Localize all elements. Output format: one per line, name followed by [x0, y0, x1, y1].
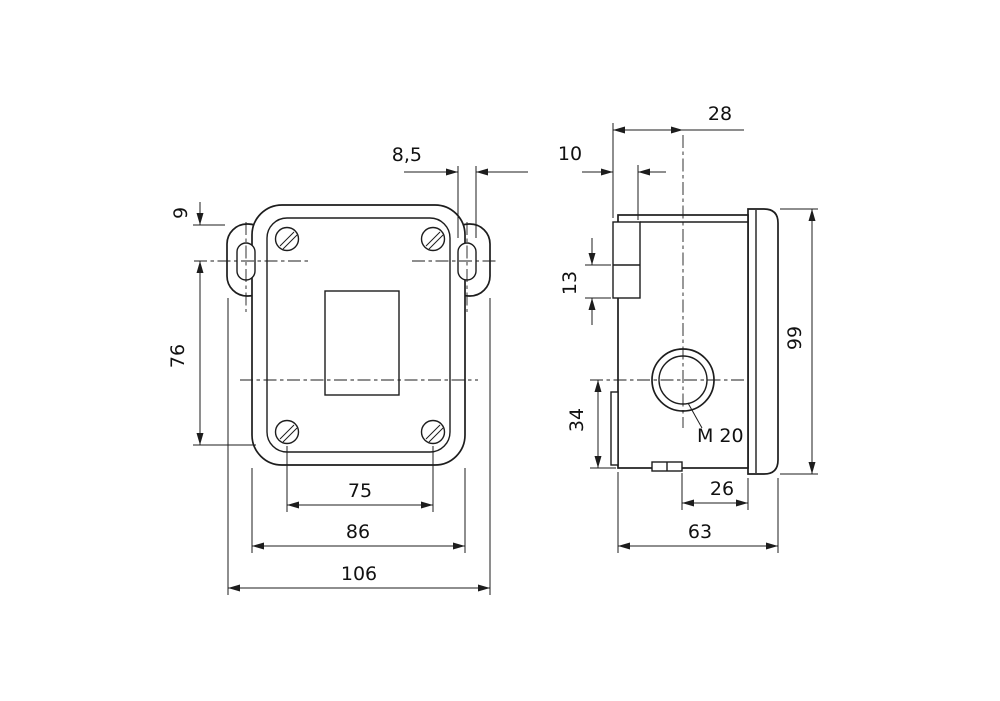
dim-overall-width: 106: [227, 298, 491, 595]
dim-label-ear-drop: 13: [559, 271, 581, 295]
cover-inner-edge: [266, 217, 451, 453]
front-view: 8,5 9 76 75 86: [167, 144, 528, 595]
cover-screw-top-left: [274, 226, 300, 252]
enclosure-lid: [747, 208, 779, 475]
dim-label-mount-height: 76: [167, 344, 189, 368]
cover-screw-bottom-left: [274, 419, 300, 445]
dim-gland-height: 34: [566, 380, 616, 469]
dim-overall-height: 99: [780, 208, 818, 475]
dim-ear-drop: 13: [559, 238, 611, 325]
dim-label-ear-thickness: 10: [558, 143, 582, 165]
dim-body-width: 86: [251, 468, 466, 553]
actuator-cutout: [324, 290, 400, 396]
enclosure-body-front: [251, 204, 466, 466]
dim-label-gland-height: 34: [566, 408, 588, 432]
dim-notch-offset: 26: [681, 473, 749, 510]
dim-ear-offset: 9: [170, 202, 225, 226]
bottom-notch: [651, 461, 683, 472]
dim-label-ear-offset: 9: [170, 207, 192, 219]
dim-label-overall-width: 106: [341, 563, 377, 585]
side-view: M 20 28 10 13 34: [558, 103, 818, 553]
cover-screw-bottom-right: [420, 419, 446, 445]
dim-label-notch-offset: 26: [710, 478, 734, 500]
side-centerlines: [590, 135, 744, 428]
dim-label-hole-spacing: 75: [348, 480, 372, 502]
dim-label-gland-thread: M 20: [697, 425, 744, 447]
mounting-ear-side: [612, 221, 641, 299]
dim-label-gland-offset: 28: [708, 103, 732, 125]
front-centerlines: [194, 222, 496, 381]
dim-overall-depth: 63: [617, 472, 779, 553]
dim-hole-spacing: 75: [286, 446, 434, 512]
dim-gland-offset: 28: [612, 103, 744, 218]
dim-slot-width: 8,5: [392, 144, 528, 238]
dim-label-slot-width: 8,5: [392, 144, 422, 166]
lower-mounting-tab: [610, 391, 619, 466]
dim-label-body-width: 86: [346, 521, 370, 543]
dim-ear-thickness: 10: [558, 143, 666, 220]
dim-label-overall-depth: 63: [688, 521, 712, 543]
gland-leader-line: [687, 402, 703, 429]
dim-mount-height: 76: [167, 261, 256, 446]
dim-label-overall-height: 99: [784, 326, 806, 350]
cover-screw-top-right: [420, 226, 446, 252]
